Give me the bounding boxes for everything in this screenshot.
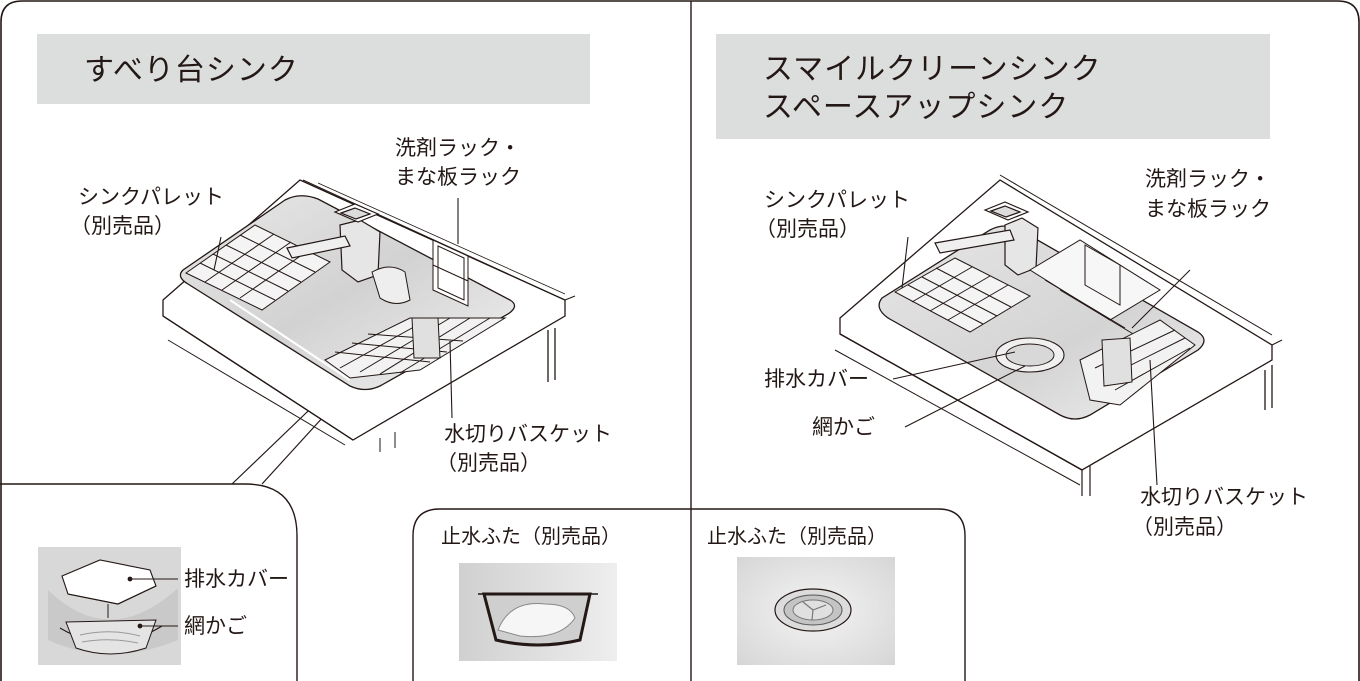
right-panel-title-line1: スマイルクリーンシンク <box>763 52 1102 87</box>
left-label-cutting-board-rack: まな板ラック <box>395 165 521 189</box>
right-label-sink-pallet: シンクパレット <box>764 188 910 212</box>
left-label-sink-pallet: シンクパレット <box>78 185 224 209</box>
left-panel-title: すべり台シンク <box>84 53 299 88</box>
left-label-drain-basket: 水切りバスケット <box>444 422 612 446</box>
right-panel-title-line2: スペースアップシンク <box>763 90 1070 125</box>
right-label-detergent-rack: 洗剤ラック・ <box>1145 167 1271 191</box>
callout-box-border <box>0 483 298 681</box>
left-title-box <box>37 34 590 104</box>
left-stopper-label: 止水ふた（別売品） <box>441 524 621 548</box>
left-callout-mesh-basket: 網かご <box>184 614 247 638</box>
right-label-sink-pallet-sold-separately: （別売品） <box>755 217 860 241</box>
left-label-detergent-rack: 洗剤ラック・ <box>395 136 521 160</box>
stopper-box-border <box>412 508 966 681</box>
right-label-cutting-board-rack: まな板ラック <box>1145 197 1271 221</box>
left-label-sink-pallet-sold-separately: （別売品） <box>70 214 175 238</box>
right-stopper-label: 止水ふた（別売品） <box>707 524 887 548</box>
left-callout-drain-cover: 排水カバー <box>184 567 289 591</box>
right-title-box <box>716 34 1270 139</box>
right-label-drain-basket: 水切りバスケット <box>1140 485 1308 509</box>
right-label-drain-basket-sold-separately: （別売品） <box>1132 515 1237 539</box>
right-label-drain-cover: 排水カバー <box>764 367 869 391</box>
left-label-drain-basket-sold-separately: （別売品） <box>436 451 541 475</box>
right-label-mesh-basket: 網かご <box>812 415 875 439</box>
